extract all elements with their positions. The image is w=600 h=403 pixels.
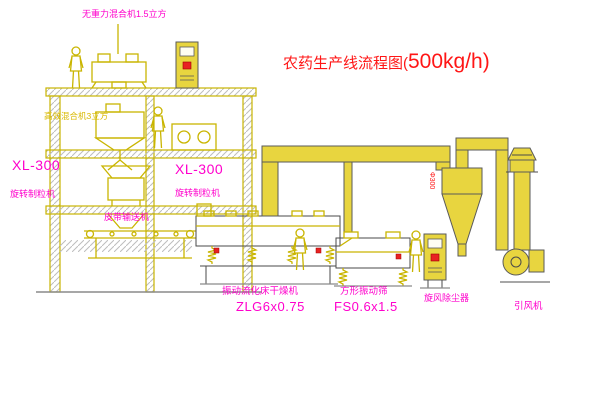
label-screen-name: 方形振动筛 bbox=[340, 286, 388, 297]
worker-figure-dryer bbox=[292, 228, 308, 271]
label-dryer-model: ZLG6x0.75 bbox=[236, 299, 305, 314]
control-cabinet-floor bbox=[420, 233, 450, 289]
worker-figure-roof bbox=[68, 46, 84, 89]
label-granulator-left-model: XL-300 bbox=[12, 157, 61, 173]
label-cyclone: 旋风除尘器 bbox=[424, 293, 470, 303]
control-cabinet-roof bbox=[175, 41, 199, 89]
belt-conveyor bbox=[84, 213, 196, 259]
roof-mixer bbox=[91, 24, 147, 89]
floor2-machine bbox=[171, 123, 217, 151]
granulator-xl300 bbox=[100, 165, 152, 206]
exhaust-duct bbox=[261, 145, 451, 233]
exhaust-stack bbox=[506, 147, 538, 251]
building-structure bbox=[36, 87, 262, 293]
worker-figure-screen bbox=[408, 230, 424, 273]
label-fan: 引风机 bbox=[514, 301, 543, 312]
floor2-mixer bbox=[93, 103, 147, 171]
label-granulator-mid-name: 旋转制粒机 bbox=[175, 188, 221, 198]
label-granulator-mid-model: XL-300 bbox=[175, 161, 224, 177]
label-belt-conveyor: 皮带输送机 bbox=[104, 212, 150, 222]
cyclone-separator bbox=[441, 137, 509, 257]
vibrating-screen bbox=[334, 231, 412, 287]
label-granulator-left-name: 旋转制粒机 bbox=[10, 189, 56, 199]
label-roof-mixer: 无重力混合机1.5立方 bbox=[82, 9, 167, 19]
diagram-title-text: 农药生产线流程图( bbox=[283, 55, 408, 72]
label-dryer-name: 振动流化床干燥机 bbox=[222, 286, 299, 297]
label-screen-model: FS0.6x1.5 bbox=[334, 299, 398, 314]
induced-draft-fan bbox=[500, 248, 550, 283]
label-floor2-mixer: 高效混合机3立方 bbox=[44, 111, 109, 121]
diagram-title-capacity: 500kg/h) bbox=[408, 50, 490, 73]
diagram-title: 农药生产线流程图(500kg/h) bbox=[283, 50, 490, 74]
label-duct-diameter: Φ300 bbox=[428, 172, 435, 190]
fluid-bed-dryer bbox=[195, 203, 341, 285]
